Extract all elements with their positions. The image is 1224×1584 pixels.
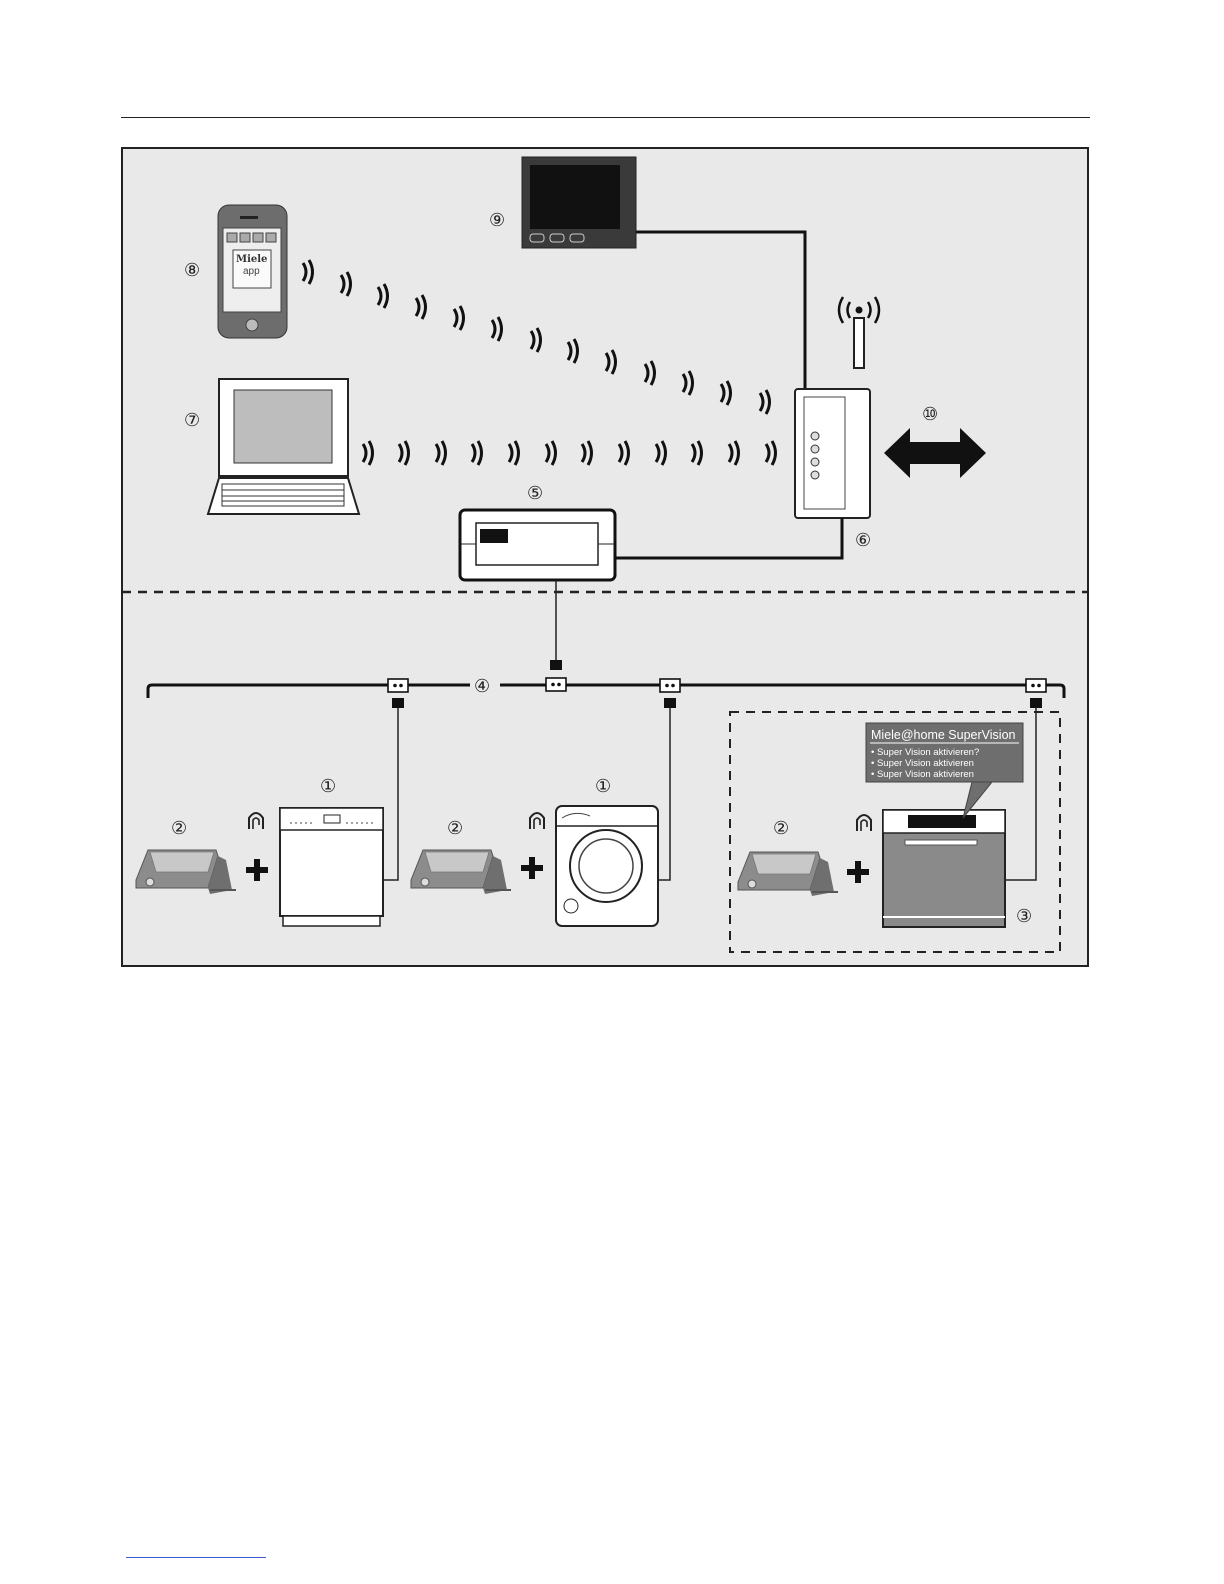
label-monitor: ⑨ [489,210,505,231]
label-gateway: ⑤ [527,483,543,504]
gateway-plug [550,660,562,670]
washing-machine-appliance [556,806,658,926]
powerline-socket [660,679,680,692]
dishwasher-appliance [280,808,383,926]
label-module: ② [171,818,187,839]
supervision-oven-appliance [883,810,1005,927]
gateway-device [460,510,615,580]
label-router: ⑥ [855,530,871,551]
laptop-device [208,379,359,514]
appliance-plug [1030,698,1042,708]
label-dishwasher: ① [320,776,336,797]
label-laptop: ⑦ [184,410,200,431]
monitor-device [522,157,636,248]
label-supervision-appliance: ③ [1016,906,1032,927]
supervision-item: • Super Vision aktivieren [871,758,974,769]
label-smartphone: ⑧ [184,260,200,281]
label-powerline: ④ [474,676,490,697]
label-module: ② [447,818,463,839]
label-washer: ① [595,776,611,797]
smartphone-device: Miele app [218,205,287,338]
supervision-title: Miele@home SuperVision [871,728,1016,742]
powerline-socket [546,678,566,691]
powerline-socket [1026,679,1046,692]
router-device [795,389,870,518]
powerline-socket [388,679,408,692]
label-module: ② [773,818,789,839]
phone-app-label: app [243,266,260,277]
appliance-plug [392,698,404,708]
phone-brand-label: Miele [236,254,267,265]
supervision-item: • Super Vision aktivieren? [871,747,979,758]
appliance-plug [664,698,676,708]
supervision-item: • Super Vision aktivieren [871,769,974,780]
label-internet: ⑩ [922,404,938,425]
